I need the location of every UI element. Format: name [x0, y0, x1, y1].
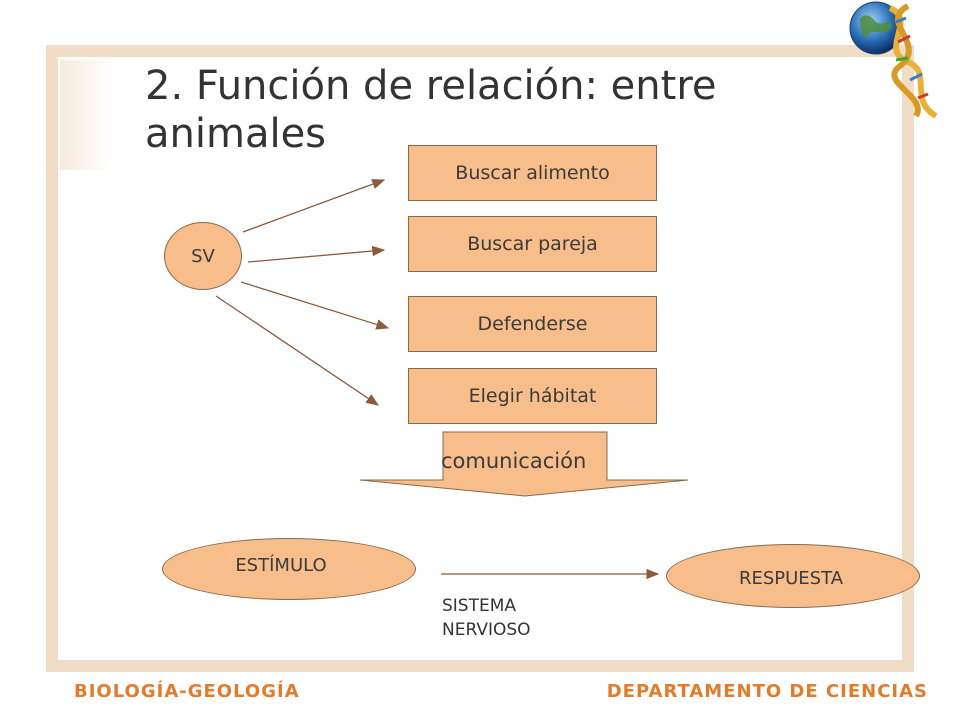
- sv-node: SV: [164, 222, 242, 290]
- footer-subject: BIOLOGÍA-GEOLOGÍA: [74, 681, 300, 702]
- stimulus-label: ESTÍMULO: [235, 554, 327, 576]
- arrow-to-defenderse: [240, 281, 390, 330]
- arrow-to-pareja: [247, 245, 386, 263]
- nervous-system-line2: NERVIOSO: [442, 620, 531, 640]
- behavior-box-alimento: Buscar alimento: [408, 145, 657, 201]
- response-label: RESPUESTA: [738, 567, 844, 589]
- title-accent-bar: [60, 60, 112, 170]
- behavior-box-defenderse: Defenderse: [408, 296, 657, 352]
- footer-department: DEPARTAMENTO DE CIENCIAS: [606, 681, 928, 702]
- behavior-label: Elegir hábitat: [468, 385, 597, 407]
- nervous-system-line1: SISTEMA: [442, 596, 517, 616]
- communication-label: comunicación: [441, 449, 587, 473]
- arrow-to-habitat: [215, 295, 380, 406]
- arrow-to-alimento: [242, 179, 386, 233]
- globe-dna-icon: [849, 1, 938, 119]
- response-node: RESPUESTA: [666, 544, 920, 608]
- nervous-system-label: SISTEMA NERVIOSO: [442, 594, 531, 642]
- behavior-label: Buscar alimento: [455, 162, 610, 184]
- communication-down-arrow: [359, 431, 689, 497]
- slide-title: 2. Función de relación: entre animales: [145, 63, 717, 157]
- behavior-box-pareja: Buscar pareja: [408, 216, 657, 272]
- behavior-label: Buscar pareja: [467, 233, 598, 255]
- sv-label: SV: [191, 245, 215, 267]
- behavior-label: Defenderse: [477, 313, 588, 335]
- stimulus-node: ESTÍMULO: [162, 538, 416, 600]
- behavior-box-habitat: Elegir hábitat: [408, 368, 657, 424]
